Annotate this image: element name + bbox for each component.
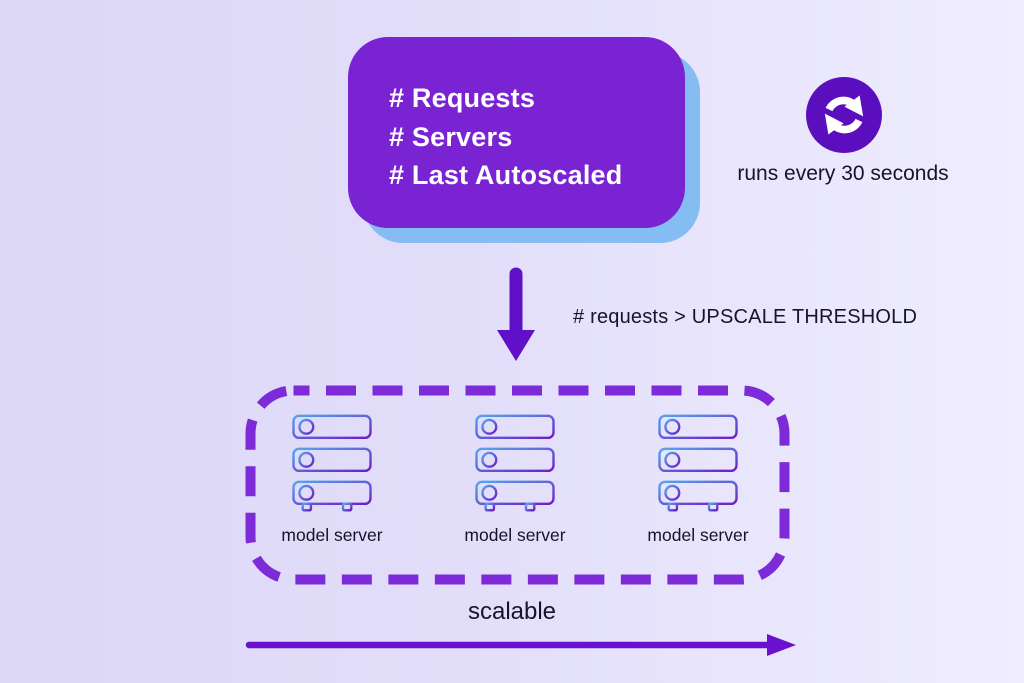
down-arrow-icon <box>497 267 535 361</box>
metrics-line-servers: # Servers <box>389 121 513 152</box>
model-server-3: model server <box>646 414 750 546</box>
metrics-line-requests: # Requests <box>389 83 536 113</box>
scheduler-label: runs every 30 seconds <box>737 162 949 185</box>
right-arrow-icon <box>245 634 796 656</box>
server-label: model server <box>464 525 566 545</box>
upscale-condition-label: # requests > UPSCALE THRESHOLD <box>573 306 918 328</box>
metrics-box: # Requests # Servers # Last Autoscaled <box>348 37 685 228</box>
server-label: model server <box>647 525 749 545</box>
server-label: model server <box>281 525 383 545</box>
server-stack-icon <box>475 414 555 512</box>
model-server-2: model server <box>463 414 567 546</box>
model-server-1: model server <box>280 414 384 546</box>
server-stack-icon <box>292 414 372 512</box>
refresh-icon <box>806 77 882 153</box>
server-stack-icon <box>658 414 738 512</box>
server-pool-boundary <box>245 385 790 585</box>
metrics-line-last-autoscaled: # Last Autoscaled <box>389 160 623 190</box>
scalable-label: scalable <box>467 598 557 625</box>
